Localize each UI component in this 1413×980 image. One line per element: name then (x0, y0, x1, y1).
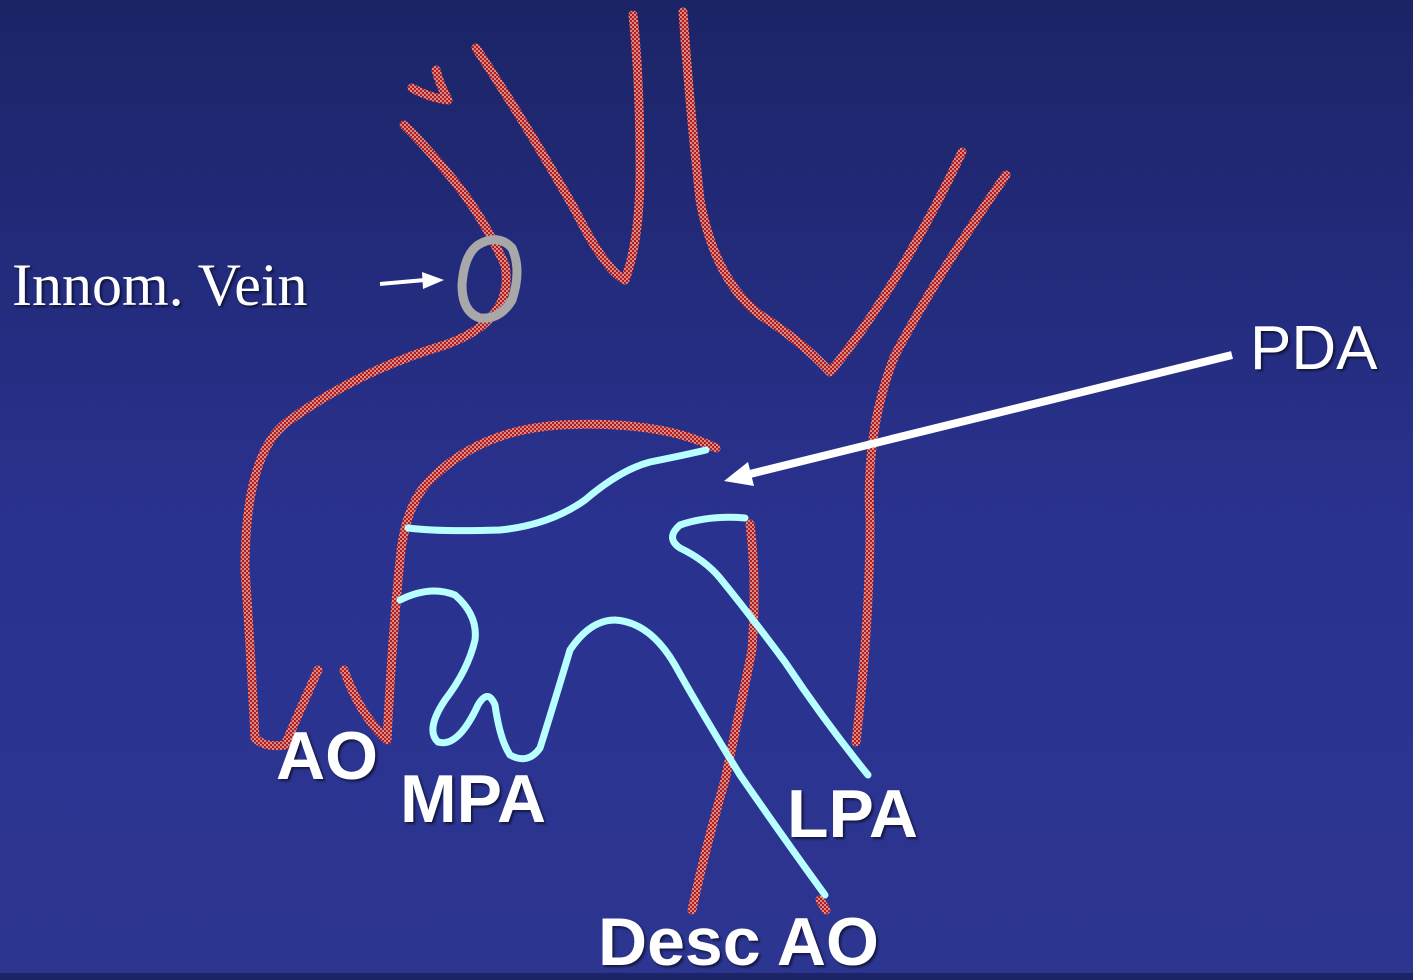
pda-arrow (724, 355, 1232, 486)
ao-label: AO (276, 722, 378, 790)
innom-vein-label: Innom. Vein (12, 255, 308, 315)
lpa-label: LPA (787, 780, 918, 848)
desc-ao-label: Desc AO (598, 908, 879, 976)
innom-vein-arrow (380, 272, 444, 289)
pda-label: PDA (1250, 318, 1377, 380)
mpa-label: MPA (400, 765, 546, 833)
